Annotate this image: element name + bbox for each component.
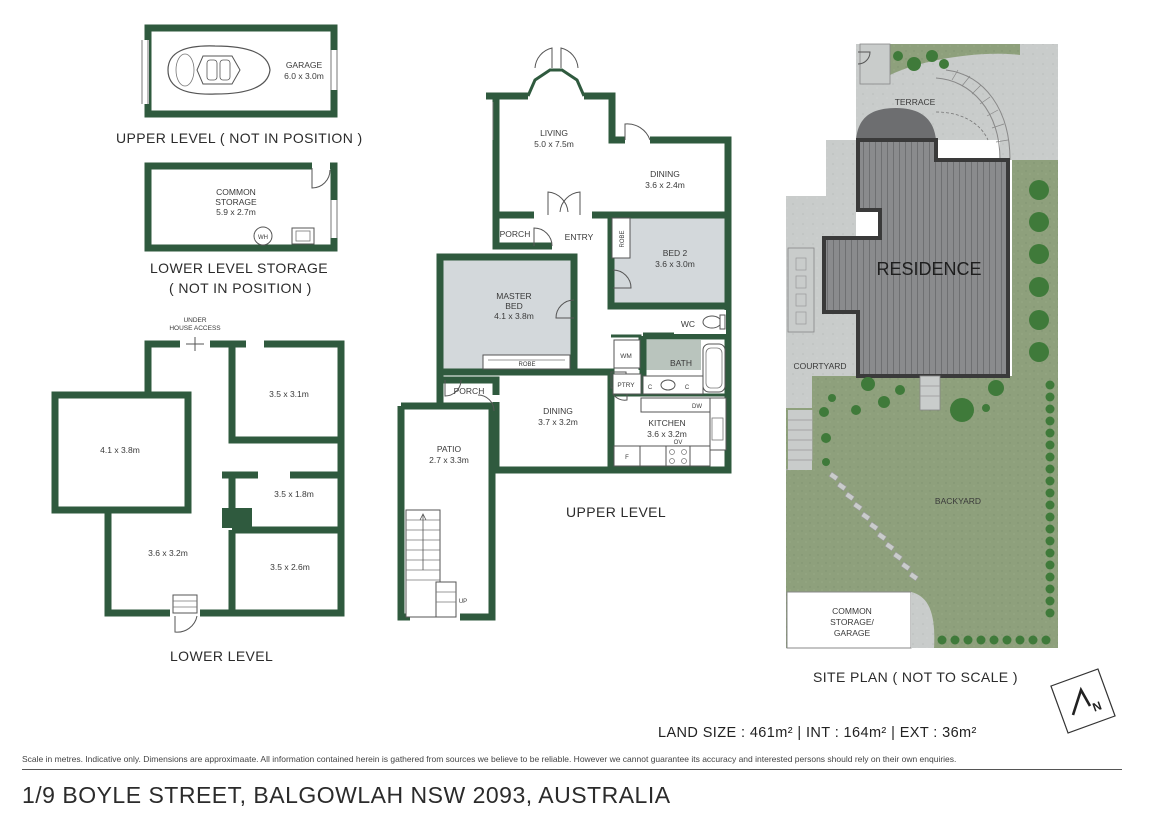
master-bed-fill — [443, 259, 571, 371]
bath-label: BATH — [670, 358, 692, 368]
vanity — [642, 375, 704, 395]
robe-master-label: ROBE — [518, 362, 535, 368]
lower-room-size: 3.5 x 2.6m — [270, 562, 310, 572]
storage-plan-caption-line1: LOWER LEVEL STORAGE — [150, 260, 328, 276]
storage-label-line2: STORAGE — [215, 197, 257, 207]
cupboard-label: C — [648, 385, 653, 391]
toilet-icon — [702, 315, 722, 329]
up-label: UP — [459, 599, 467, 605]
lower-room-size: 3.5 x 3.1m — [269, 389, 309, 399]
site-common-label-line2: STORAGE/ — [830, 617, 874, 627]
living-size: 5.0 x 7.5m — [534, 139, 574, 149]
bath-fill — [645, 340, 701, 370]
sink-icon — [711, 417, 724, 441]
residence-roof — [822, 138, 1010, 378]
water-heater-icon — [253, 226, 273, 246]
water-heater-label: WH — [258, 235, 268, 241]
storage-label-line1: COMMON — [216, 187, 256, 197]
kitchen-bench-side — [709, 397, 727, 451]
master-label-line2: BED — [505, 301, 522, 311]
lower-room-size: 3.5 x 1.8m — [274, 489, 314, 499]
internal-area: INT : 164m² — [805, 725, 887, 741]
north-compass-icon: N — [1050, 668, 1116, 734]
fridge-label: F — [625, 455, 629, 461]
side-paving — [786, 140, 856, 408]
cupboard-label: C — [685, 385, 690, 391]
terrace-label: TERRACE — [895, 97, 936, 107]
upper-level-caption: UPPER LEVEL — [566, 504, 667, 520]
bathtub-icon — [702, 343, 726, 393]
tub-icon — [291, 227, 315, 245]
garage-plan: GARAGE 6.0 x 3.0m — [141, 24, 338, 118]
upper-level-plan: LIVING 5.0 x 7.5m DINING 3.6 x 2.4m PORC… — [397, 47, 732, 621]
courtyard-label: COURTYARD — [793, 361, 846, 371]
site-common-label-line1: COMMON — [832, 606, 872, 616]
lower-room-size: 4.1 x 3.8m — [100, 445, 140, 455]
porch-top-label: PORCH — [500, 229, 531, 239]
separator: | — [891, 725, 896, 741]
land-size: LAND SIZE : 461m² — [658, 725, 793, 741]
common-storage-garage-site — [786, 591, 912, 649]
porch-lower-label: PORCH — [454, 386, 485, 396]
bed2-size: 3.6 x 3.0m — [655, 259, 695, 269]
patio-size: 2.7 x 3.3m — [429, 455, 469, 465]
master-label-line1: MASTER — [496, 291, 531, 301]
property-address: 1/9 BOYLE STREET, BALGOWLAH NSW 2093, AU… — [22, 782, 671, 808]
wm-cupboard — [613, 339, 641, 369]
lower-room-4.1x3.8 — [51, 391, 192, 514]
storage-plan-caption-line2: ( NOT IN POSITION ) — [169, 280, 312, 296]
garage-label: GARAGE — [286, 60, 323, 70]
disclaimer: Scale in metres. Indicative only. Dimens… — [22, 754, 957, 764]
car-icon — [167, 45, 271, 95]
lower-level-plan: UNDER HOUSE ACCESS 4.1 x 3.8m 3.5 x 3.1m… — [51, 317, 345, 633]
site-plan: TERRACE RESIDENCE COURTYARD BACKYARD COM… — [785, 43, 1058, 649]
common-storage-plan: COMMON STORAGE 5.9 x 2.7m WH — [144, 162, 338, 252]
entry-label: ENTRY — [565, 232, 594, 242]
area-summary: LAND SIZE : 461m² | INT : 164m² | EXT : … — [658, 725, 977, 741]
bed2-robe — [611, 217, 631, 259]
kitchen-bench-top — [640, 397, 714, 413]
dining-top-label: DINING — [650, 169, 680, 179]
garage-size: 6.0 x 3.0m — [284, 71, 324, 81]
patio-label: PATIO — [437, 444, 462, 454]
lower-level-stair-void — [222, 508, 252, 528]
external-area: EXT : 36m² — [899, 725, 977, 741]
separator: | — [797, 725, 802, 741]
dishwasher-label: DW — [692, 404, 702, 410]
residence-label: RESIDENCE — [876, 259, 981, 279]
footer-divider — [22, 769, 1122, 770]
hedge-shrubs — [819, 50, 1055, 645]
site-plan-caption: SITE PLAN ( NOT TO SCALE ) — [813, 669, 1018, 685]
storage-size: 5.9 x 2.7m — [216, 207, 256, 217]
lower-stair — [172, 594, 198, 614]
under-house-label-line1: UNDER — [183, 317, 206, 324]
dining-lower-label: DINING — [543, 406, 573, 416]
living-label: LIVING — [540, 128, 568, 138]
bed2-fill — [613, 218, 725, 306]
wm-label: WM — [620, 353, 632, 360]
master-robe — [482, 354, 571, 370]
garage-plan-caption: UPPER LEVEL ( NOT IN POSITION ) — [116, 130, 363, 146]
kitchen-size: 3.6 x 3.2m — [647, 429, 687, 439]
dining-lower-size: 3.7 x 3.2m — [538, 417, 578, 427]
lower-level-caption: LOWER LEVEL — [170, 648, 274, 664]
pantry-label: PTRY — [617, 382, 635, 389]
lower-room-size: 3.6 x 3.2m — [148, 548, 188, 558]
backyard-label: BACKYARD — [935, 496, 981, 506]
wc-label: WC — [681, 319, 695, 329]
robe-side-label: ROBE — [620, 230, 626, 247]
under-house-label-line2: HOUSE ACCESS — [169, 325, 221, 332]
bed2-label: BED 2 — [663, 248, 688, 258]
garden-stepping-stones — [828, 471, 919, 582]
dining-top-size: 3.6 x 2.4m — [645, 180, 685, 190]
kitchen-label: KITCHEN — [648, 418, 685, 428]
cooktop-icon — [665, 445, 691, 467]
master-size: 4.1 x 3.8m — [494, 311, 534, 321]
oven-label: OV — [674, 440, 683, 446]
site-common-label-line3: GARAGE — [834, 628, 871, 638]
